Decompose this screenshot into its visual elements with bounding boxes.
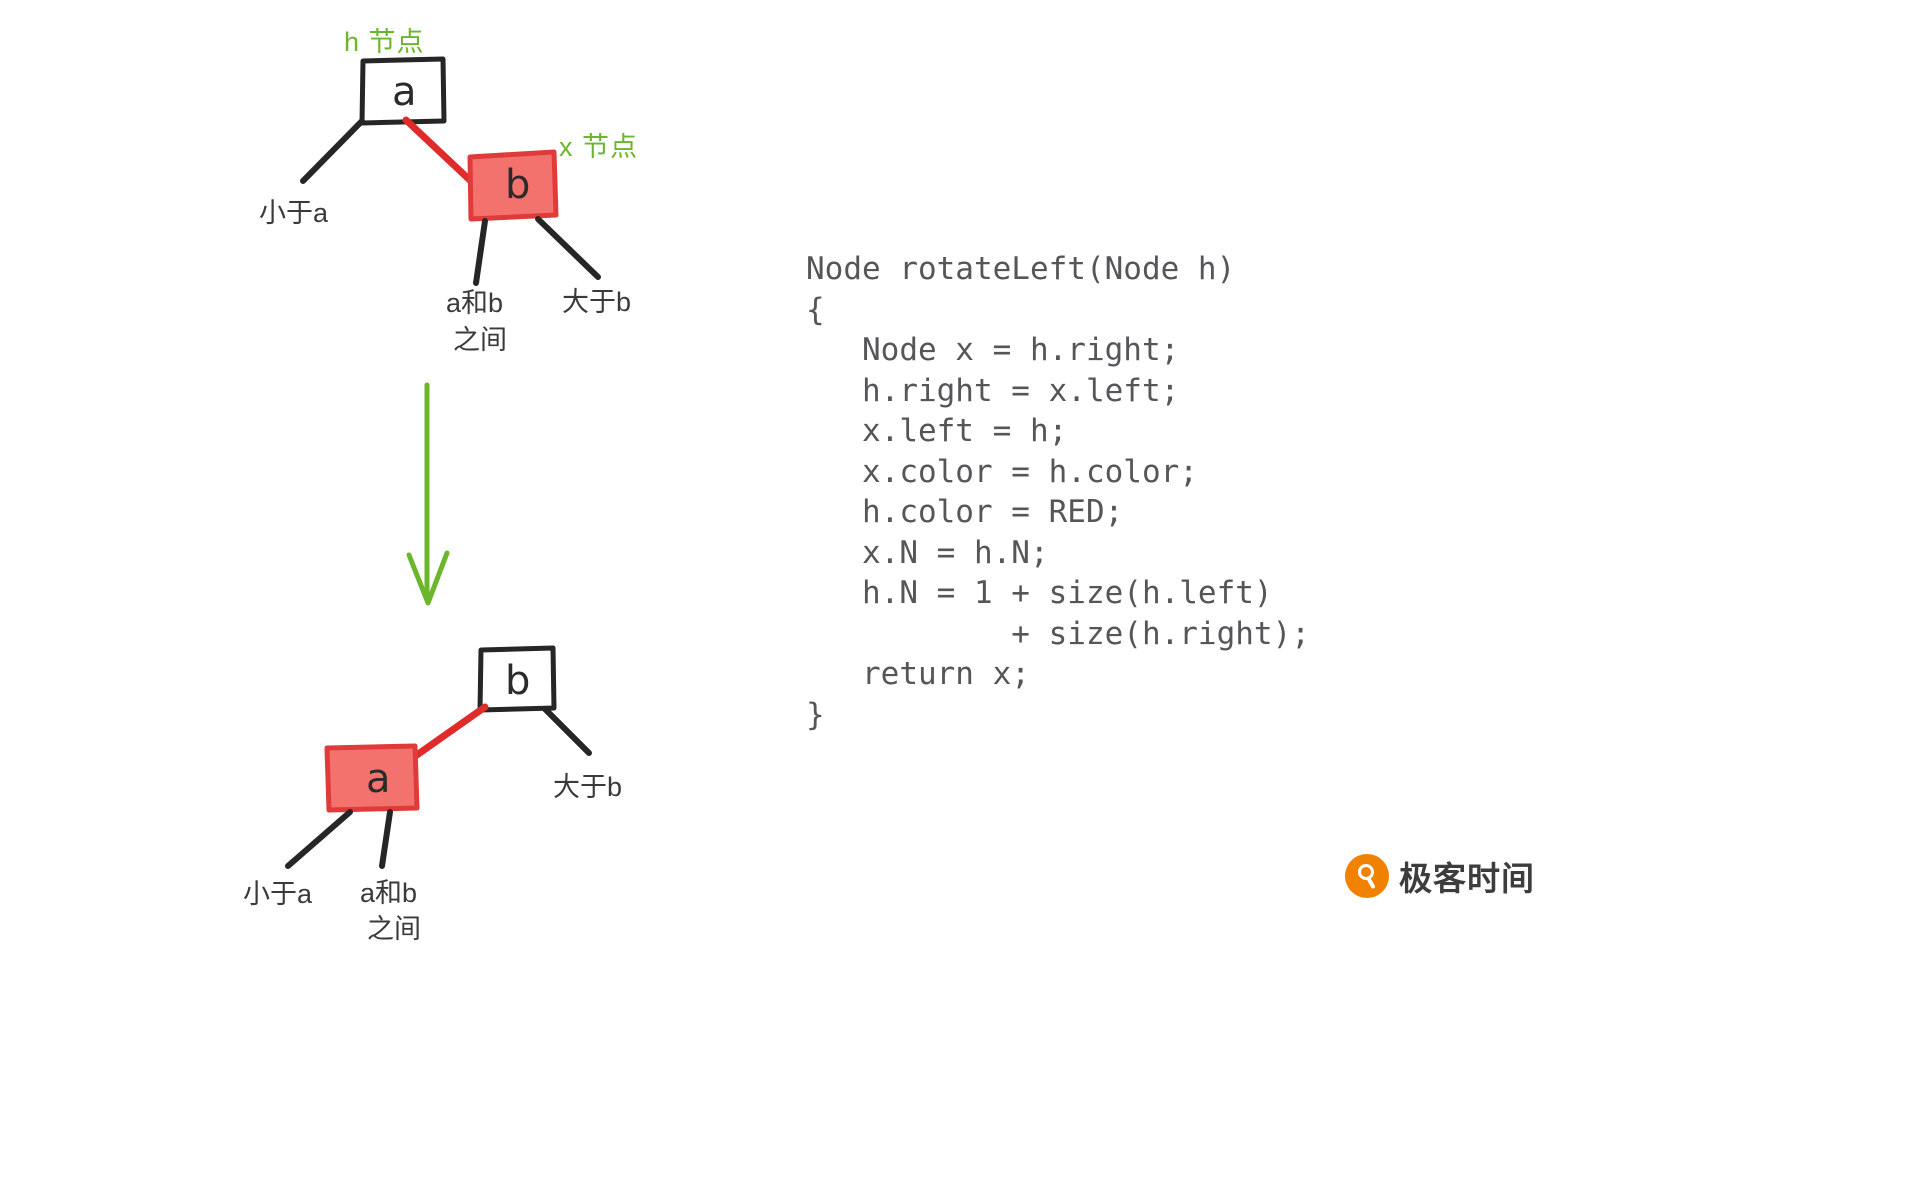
- before-annot-greater-than-b: 大于b: [562, 287, 632, 317]
- watermark: 极客时间: [1345, 852, 1535, 900]
- after-node-b: [477, 645, 557, 713]
- before-link-a-b-red: [402, 116, 478, 188]
- before-annot-between-ab-line1: a和b: [446, 288, 504, 318]
- before-annot-less-than-a: 小于a: [259, 198, 329, 228]
- caption-h-node: h 节点: [344, 27, 425, 57]
- after-annot-between-ab-line2: 之间: [367, 914, 421, 944]
- before-node-b-label: b: [505, 162, 531, 208]
- after-link-b-a-red: [410, 703, 489, 761]
- watermark-brand-label: 极客时间: [1399, 859, 1535, 898]
- transition-arrow-icon: [406, 382, 450, 606]
- before-annot-between-ab-line2: 之间: [453, 325, 507, 355]
- after-link-a-right: [379, 809, 393, 869]
- after-annot-less-than-a: 小于a: [243, 879, 313, 909]
- before-link-b-right: [535, 216, 601, 280]
- after-annot-greater-than-b: 大于b: [553, 772, 623, 802]
- after-node-a: [324, 743, 420, 813]
- before-link-a-left: [300, 118, 365, 184]
- after-node-a-label: a: [366, 756, 391, 802]
- after-link-b-right: [542, 706, 592, 756]
- before-link-b-left: [473, 218, 488, 286]
- after-annot-between-ab-line1: a和b: [360, 878, 418, 908]
- caption-x-node: x 节点: [559, 132, 639, 162]
- before-node-a: [359, 56, 447, 126]
- after-node-b-label: b: [505, 658, 531, 704]
- code-block-rotate-left: Node rotateLeft(Node h) { Node x = h.rig…: [806, 251, 1310, 733]
- geekbang-logo-icon: [1345, 854, 1389, 898]
- before-node-b: [467, 149, 559, 222]
- before-node-a-label: a: [392, 69, 417, 115]
- after-link-a-left: [285, 809, 353, 869]
